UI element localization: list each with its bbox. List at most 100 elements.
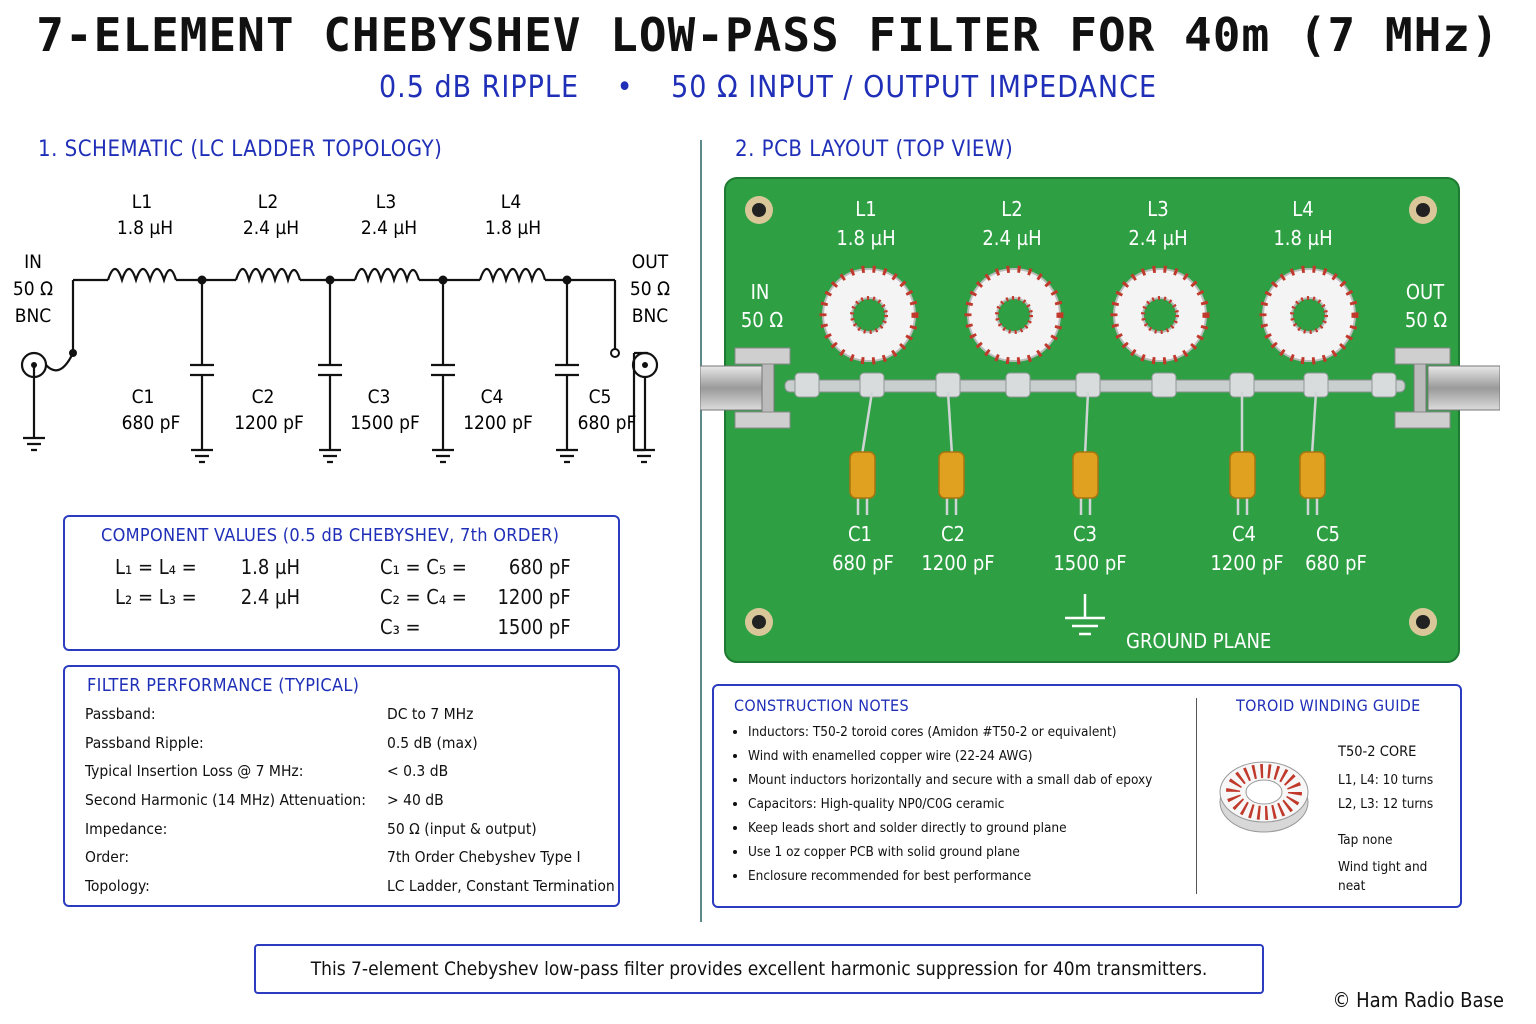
- sch-c3-value: 1500 pF: [350, 412, 420, 434]
- ground-plane-icon: [1065, 594, 1105, 636]
- construction-item: Enclosure recommended for best performan…: [748, 868, 1190, 884]
- cv-row-c3: C₃ = 1500 pF: [380, 615, 571, 639]
- pcb-l1-value: 1.8 µH: [836, 226, 895, 250]
- performance-value: 50 Ω (input & output): [387, 819, 537, 838]
- toroid-icon: [1219, 761, 1309, 833]
- section-divider: [700, 140, 702, 922]
- construction-divider: [1196, 698, 1197, 894]
- sch-c1-name: C1: [132, 386, 155, 408]
- footer-summary: This 7-element Chebyshev low-pass filter…: [254, 944, 1264, 994]
- schematic-out-connector: BNC: [632, 305, 669, 327]
- subtitle-impedance: 50 Ω INPUT / OUTPUT IMPEDANCE: [671, 70, 1158, 105]
- node-dot-1: [197, 275, 207, 285]
- pcb-c2-name: C2: [941, 522, 965, 546]
- sch-c5-name: C5: [589, 386, 612, 408]
- performance-row: Typical Insertion Loss @ 7 MHz: < 0.3 dB: [85, 762, 615, 791]
- sch-l2-name: L2: [258, 191, 278, 213]
- cv-val: 1200 pF: [497, 585, 571, 609]
- winding-l1l4: L1, L4: 10 turns: [1338, 772, 1434, 788]
- performance-value: < 0.3 dB: [387, 762, 449, 781]
- pcb-c1-value: 680 pF: [832, 551, 894, 575]
- schematic-in-connector: BNC: [15, 305, 52, 327]
- in-junction-dot: [69, 349, 77, 357]
- performance-label: Passband:: [85, 705, 156, 723]
- performance-row: Passband Ripple: 0.5 dB (max): [85, 734, 615, 763]
- copyright: © Ham Radio Base: [1332, 988, 1504, 1012]
- winding-l2l3: L2, L3: 12 turns: [1338, 796, 1434, 812]
- cv-eq: C₃ =: [380, 615, 421, 639]
- winding-tight: Wind tight and neat: [1338, 859, 1428, 894]
- sch-c1-value: 680 pF: [122, 412, 181, 434]
- component-values-heading: COMPONENT VALUES (0.5 dB CHEBYSHEV, 7th …: [101, 525, 560, 546]
- sch-c2-value: 1200 pF: [234, 412, 304, 434]
- sch-l4-value: 1.8 µH: [485, 217, 541, 239]
- sch-l1-value: 1.8 µH: [117, 217, 173, 239]
- pcb-c4-value: 1200 pF: [1210, 551, 1283, 575]
- performance-label: Typical Insertion Loss @ 7 MHz:: [85, 762, 304, 781]
- subtitle-ripple: 0.5 dB RIPPLE: [378, 70, 579, 105]
- pcb-l3-name: L3: [1147, 197, 1168, 221]
- sch-l4-name: L4: [501, 191, 521, 213]
- construction-item: Use 1 oz copper PCB with solid ground pl…: [748, 844, 1190, 860]
- pcb-l3-value: 2.4 µH: [1128, 226, 1187, 250]
- in-bnc-connector: [700, 347, 791, 429]
- cv-row-c2c4: C₂ = C₄ = 1200 pF: [380, 585, 571, 609]
- construction-heading: CONSTRUCTION NOTES: [734, 696, 909, 715]
- pcb-in-impedance: 50 Ω: [741, 308, 784, 332]
- construction-item: Wind with enamelled copper wire (22-24 A…: [748, 748, 1190, 764]
- winding-tap: Tap none: [1338, 832, 1393, 848]
- page-title: 7-ELEMENT CHEBYSHEV LOW-PASS FILTER FOR …: [36, 8, 1500, 62]
- schematic-diagram: IN 50 Ω BNC OUT 50 Ω BNC: [13, 191, 670, 464]
- in-bnc-center: [31, 362, 37, 368]
- construction-box: CONSTRUCTION NOTES Inductors: T50-2 toro…: [712, 684, 1462, 908]
- node-dot-4: [562, 275, 572, 285]
- cv-row-c1c5: C₁ = C₅ = 680 pF: [380, 555, 571, 579]
- performance-value: 0.5 dB (max): [387, 733, 478, 752]
- schematic-in-label: IN: [24, 251, 42, 273]
- out-junction-dot: [610, 348, 620, 358]
- pcb-c3-value: 1500 pF: [1053, 551, 1126, 575]
- out-bnc-center: [642, 362, 648, 368]
- cv-val: 2.4 µH: [240, 585, 301, 609]
- sch-l2-value: 2.4 µH: [243, 217, 299, 239]
- pcb-board: [724, 177, 1460, 663]
- performance-value: LC Ladder, Constant Termination: [387, 877, 615, 896]
- sch-l3-name: L3: [376, 191, 396, 213]
- pcb-layout: L1 1.8 µH L2 2.4 µH L3 2.4 µH L4 1.8 µH …: [700, 177, 1500, 663]
- pcb-out-impedance: 50 Ω: [1405, 308, 1448, 332]
- schematic-in-impedance: 50 Ω: [13, 278, 53, 300]
- pcb-out-label: OUT: [1406, 280, 1445, 304]
- construction-item: Inductors: T50-2 toroid cores (Amidon #T…: [748, 724, 1190, 740]
- sch-l1-name: L1: [132, 191, 152, 213]
- pcb-c4-name: C4: [1232, 522, 1256, 546]
- performance-row: Order:7th Order Chebyshev Type I: [85, 848, 615, 877]
- schematic-out-impedance: 50 Ω: [630, 278, 670, 300]
- pcb-capacitor-leads: [856, 391, 1319, 515]
- pcb-capacitor-bodies: [849, 451, 1326, 499]
- performance-heading: FILTER PERFORMANCE (TYPICAL): [87, 675, 360, 696]
- node-dot-3: [438, 275, 448, 285]
- cv-eq: L₁ = L₄ =: [115, 555, 197, 579]
- performance-value: 7th Order Chebyshev Type I: [387, 848, 581, 867]
- performance-label: Topology:: [85, 877, 150, 896]
- winding-core: T50-2 CORE: [1338, 744, 1417, 760]
- performance-box: FILTER PERFORMANCE (TYPICAL) Passband:DC…: [63, 665, 620, 907]
- cv-row-l2l3: L₂ = L₃ = 2.4 µH: [115, 585, 300, 609]
- performance-label: Passband Ripple:: [85, 733, 204, 752]
- cv-val: 680 pF: [508, 555, 571, 579]
- pcb-l2-name: L2: [1001, 197, 1022, 221]
- pcb-l2-value: 2.4 µH: [982, 226, 1041, 250]
- subtitle-separator: •: [616, 70, 634, 105]
- performance-table: Passband:DC to 7 MHz Passband Ripple:0.5…: [85, 705, 615, 906]
- construction-list: Inductors: T50-2 toroid cores (Amidon #T…: [730, 724, 1190, 892]
- performance-label: Second Harmonic (14 MHz) Attenuation:: [85, 791, 366, 810]
- performance-row: Topology: LC Ladder, Constant Termination: [85, 877, 615, 906]
- component-values-box: COMPONENT VALUES (0.5 dB CHEBYSHEV, 7th …: [63, 515, 620, 651]
- sch-l3-value: 2.4 µH: [361, 217, 417, 239]
- schematic-out-label: OUT: [632, 251, 669, 273]
- performance-row: Second Harmonic (14 MHz) Attenuation:> 4…: [85, 791, 615, 820]
- construction-item: Capacitors: High-quality NP0/C0G ceramic: [748, 796, 1190, 812]
- winding-heading: TOROID WINDING GUIDE: [1236, 696, 1421, 715]
- node-dot-2: [325, 275, 335, 285]
- cv-val: 1500 pF: [497, 615, 571, 639]
